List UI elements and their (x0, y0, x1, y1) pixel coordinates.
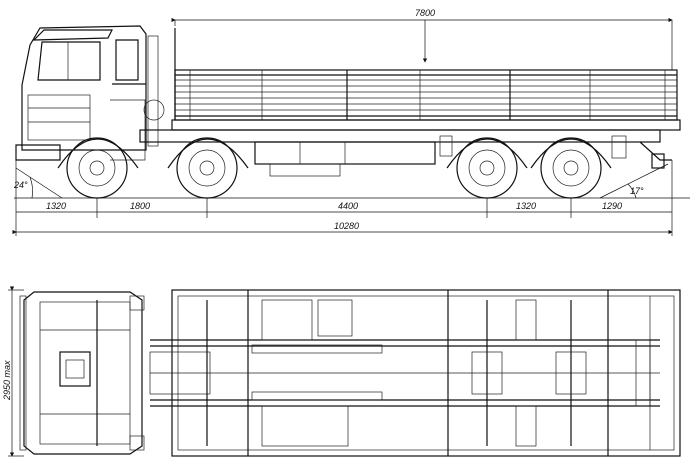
wheel-front-1 (57, 137, 139, 199)
wheel-rear-2 (530, 137, 612, 199)
departure-angle: 17° (599, 163, 669, 199)
dimension-wheelbase-rear: 1320 (516, 201, 536, 211)
approach-angle-label: 24° (13, 180, 28, 190)
wheel-front-2 (167, 137, 249, 199)
cab-top (19, 291, 145, 455)
dimension-overall-length: 10280 (334, 221, 359, 231)
dimension-front-overhang: 1320 (46, 201, 66, 211)
dimension-wheelbase-middle: 4400 (338, 201, 358, 211)
frame-rails-top (149, 299, 660, 447)
cargo-body (171, 28, 681, 131)
dimension-label-body-length: 7800 (415, 8, 435, 18)
departure-angle-label: 17° (630, 186, 644, 196)
dimension-chain: 1320 1800 4400 1320 1290 10280 (12, 160, 673, 236)
dimension-body-length: 7800 (171, 8, 673, 70)
approach-angle: 24° (13, 167, 63, 199)
width-label: 2950 max (2, 360, 12, 401)
dimension-rear-overhang: 1290 (602, 201, 622, 211)
top-view: 2950 max (2, 286, 681, 457)
axles-top (96, 299, 651, 447)
side-view: 7800 24° 17° 1320 1800 4400 1320 (12, 8, 690, 236)
chassis-side (139, 129, 672, 177)
dimension-wheelbase-front: 1800 (130, 201, 150, 211)
dimension-width: 2950 max (2, 286, 24, 457)
wheel-rear-1 (446, 137, 528, 199)
